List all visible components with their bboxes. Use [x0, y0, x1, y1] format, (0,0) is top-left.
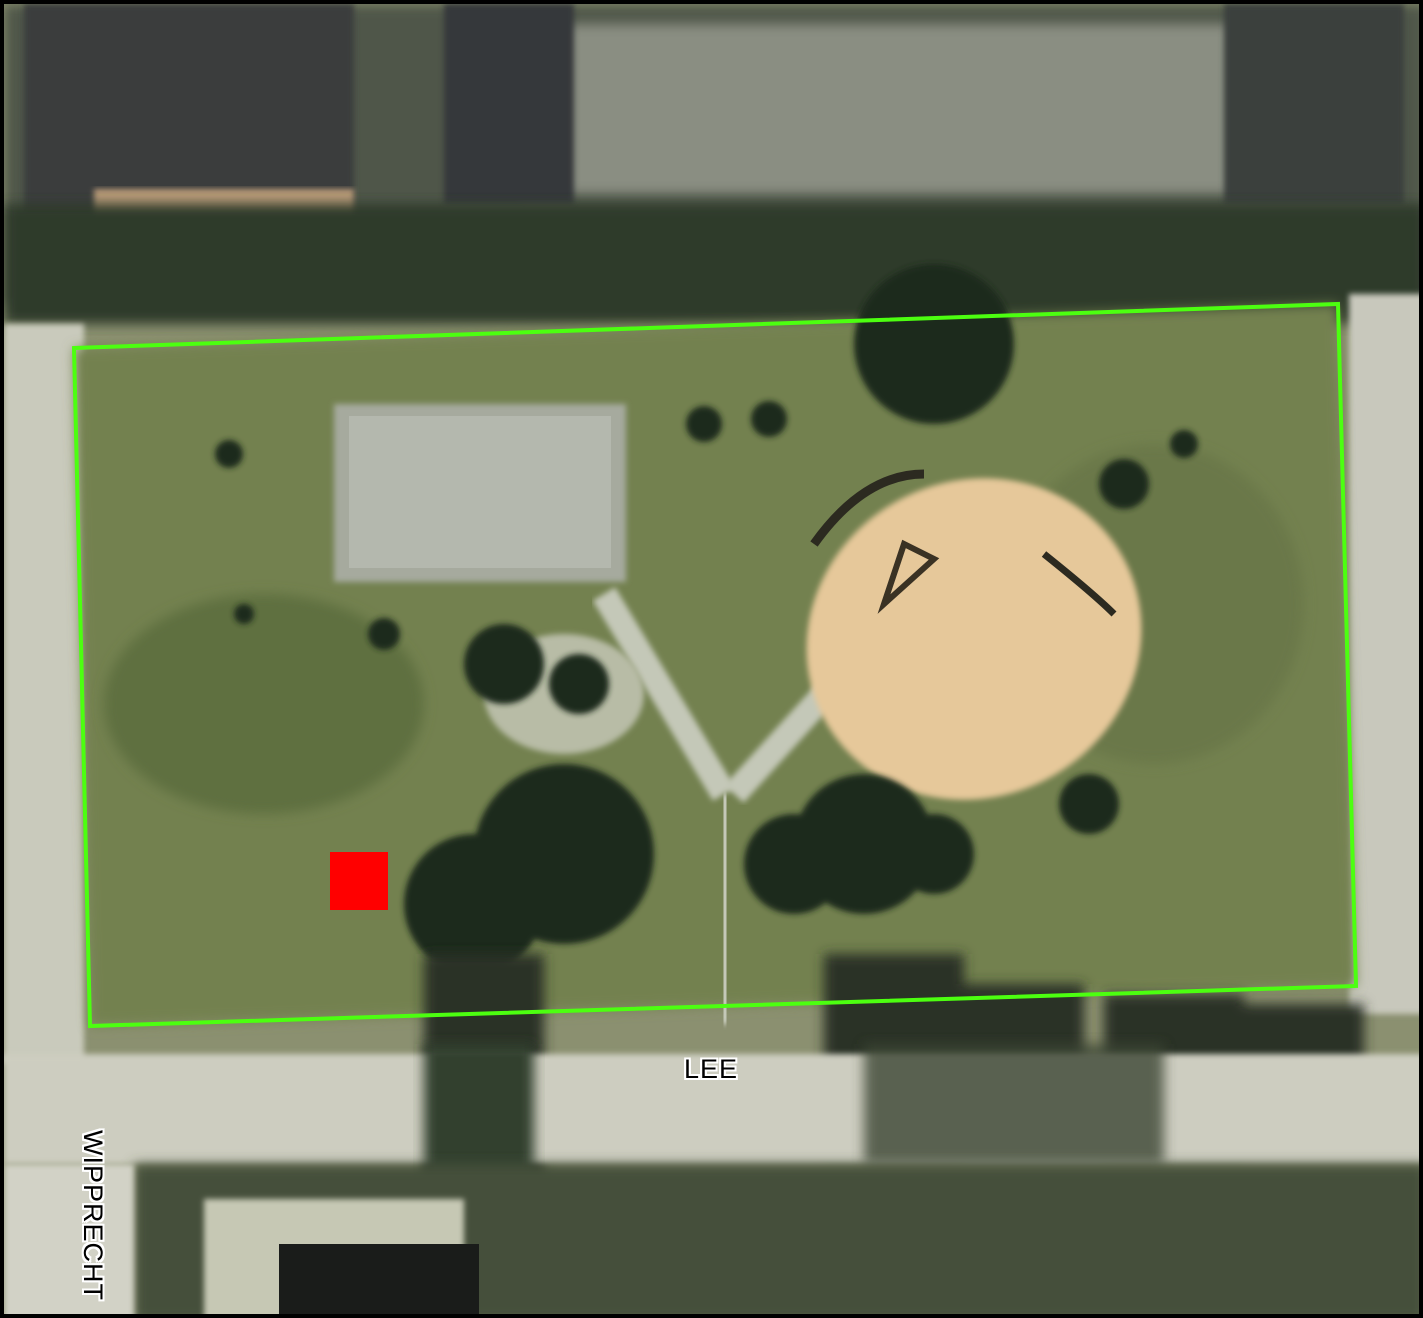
- aerial-imagery: [4, 4, 1419, 1314]
- parcel-boundary: [71, 301, 1359, 1029]
- street-label-lee: LEE: [684, 1054, 739, 1084]
- location-marker[interactable]: [330, 852, 388, 910]
- street-label-wipprecht: WIPPRECHT: [78, 1130, 108, 1301]
